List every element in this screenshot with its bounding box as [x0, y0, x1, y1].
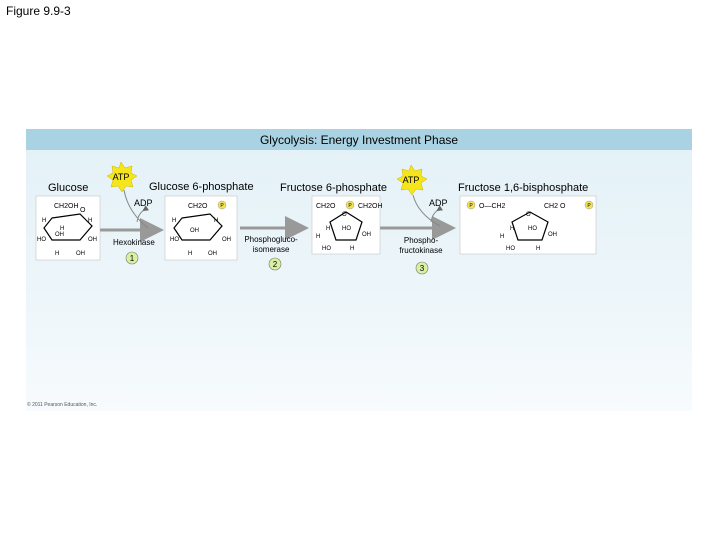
g6p-label: Glucose 6-phosphate — [149, 181, 254, 193]
f6p-structure: CH2O P CH2OH O H HO H OH HO H — [311, 195, 383, 255]
glucose-label: Glucose — [48, 182, 88, 194]
structure-text-h: H — [500, 234, 504, 240]
reaction-arrow-3 — [378, 194, 456, 240]
f6p-label: Fructose 6-phosphate — [280, 182, 387, 194]
enzyme-phosphoglucoisomerase-2: isomerase — [253, 245, 290, 254]
diagram-title: Glycolysis: Energy Investment Phase — [26, 129, 692, 150]
structure-text-oh: OH — [55, 232, 64, 238]
structure-text-h: H — [510, 226, 514, 232]
structure-text-ho: HO — [322, 246, 331, 252]
glucose-ch2oh: CH2OH — [54, 203, 79, 210]
step-number-1: 1 — [130, 254, 135, 263]
structure-text-h: H — [188, 251, 192, 257]
step-2: 2 — [268, 257, 282, 271]
structure-text-ho: HO — [528, 226, 537, 232]
step-number-2: 2 — [273, 260, 278, 269]
atp-burst-1: ATP — [106, 161, 138, 193]
structure-text-oh: OH — [76, 251, 85, 257]
enzyme-phosphofructokinase-1: Phospho- — [404, 236, 439, 245]
structure-text-oh: OH — [362, 232, 371, 238]
phosphate-icon — [345, 200, 355, 210]
enzyme-phosphofructokinase-2: fructokinase — [399, 246, 443, 255]
glucose-structure: CH2OH O H H OH H HO OH H OH — [35, 195, 101, 261]
structure-text-h: H — [214, 218, 218, 224]
structure-text-ch2o: CH2O — [316, 203, 336, 210]
step-number-3: 3 — [420, 264, 425, 273]
structure-text-ho: HO — [170, 237, 179, 243]
structure-text-p: P — [220, 203, 224, 209]
phosphate-icon — [584, 200, 594, 210]
atp-label-1: ATP — [113, 172, 130, 182]
enzyme-phosphoglucoisomerase-1: Phosphogluco- — [244, 235, 298, 244]
phosphate-icon — [217, 200, 227, 210]
reaction-arrow-1 — [100, 189, 164, 242]
structure-text-o: O — [560, 203, 566, 210]
step-3: 3 — [415, 261, 429, 275]
structure-text-h: H — [172, 218, 176, 224]
structure-text-h: H — [60, 226, 64, 232]
atp-label-2: ATP — [403, 175, 420, 185]
structure-text-h: H — [326, 226, 330, 232]
structure-text-ho: HO — [342, 226, 351, 232]
structure-text-oh: OH — [222, 237, 231, 243]
structure-text-oh: OH — [190, 228, 199, 234]
structure-text-h: H — [42, 218, 46, 224]
structure-text-o_ch2: O—CH2 — [479, 203, 506, 210]
atp-burst-2: ATP — [396, 164, 428, 196]
step-1: 1 — [125, 251, 139, 265]
structure-text-o: O — [526, 212, 531, 218]
adp-label-2: ADP — [429, 198, 448, 208]
structure-text-h: H — [55, 251, 59, 257]
figure-label: Figure 9.9-3 — [6, 4, 71, 18]
g6p-structure: CH2O P H OH H HO OH H OH — [164, 195, 238, 261]
structure-text-h: H — [88, 218, 92, 224]
structure-text-p: P — [348, 203, 352, 209]
structure-text-h: H — [350, 246, 354, 252]
structure-text-ch2o: CH2O — [188, 203, 208, 210]
structure-text-ch2: CH2 — [544, 203, 558, 210]
phosphate-icon — [466, 200, 476, 210]
structure-text-ho: HO — [37, 237, 46, 243]
structure-text-h: H — [536, 246, 540, 252]
f16bp-label: Fructose 1,6-bisphosphate — [458, 182, 588, 194]
structure-text-oh: OH — [88, 237, 97, 243]
structure-text-oh: OH — [548, 232, 557, 238]
copyright-notice: © 2011 Pearson Education, Inc. — [27, 402, 98, 408]
structure-text-p: P — [469, 203, 473, 209]
structure-text-ho: HO — [506, 246, 515, 252]
structure-text-p: P — [587, 203, 591, 209]
enzyme-hexokinase: Hexokinase — [113, 238, 155, 247]
structure-text-h: H — [316, 234, 320, 240]
structure-text-ch2oh: CH2OH — [358, 203, 383, 210]
structure-text-oh: OH — [208, 251, 217, 257]
f16bp-structure: P O—CH2 O CH2 O P H HO H OH HO H — [459, 195, 597, 255]
adp-label-1: ADP — [134, 198, 153, 208]
structure-text-o: O — [342, 212, 347, 218]
glucose-o: O — [80, 207, 86, 214]
